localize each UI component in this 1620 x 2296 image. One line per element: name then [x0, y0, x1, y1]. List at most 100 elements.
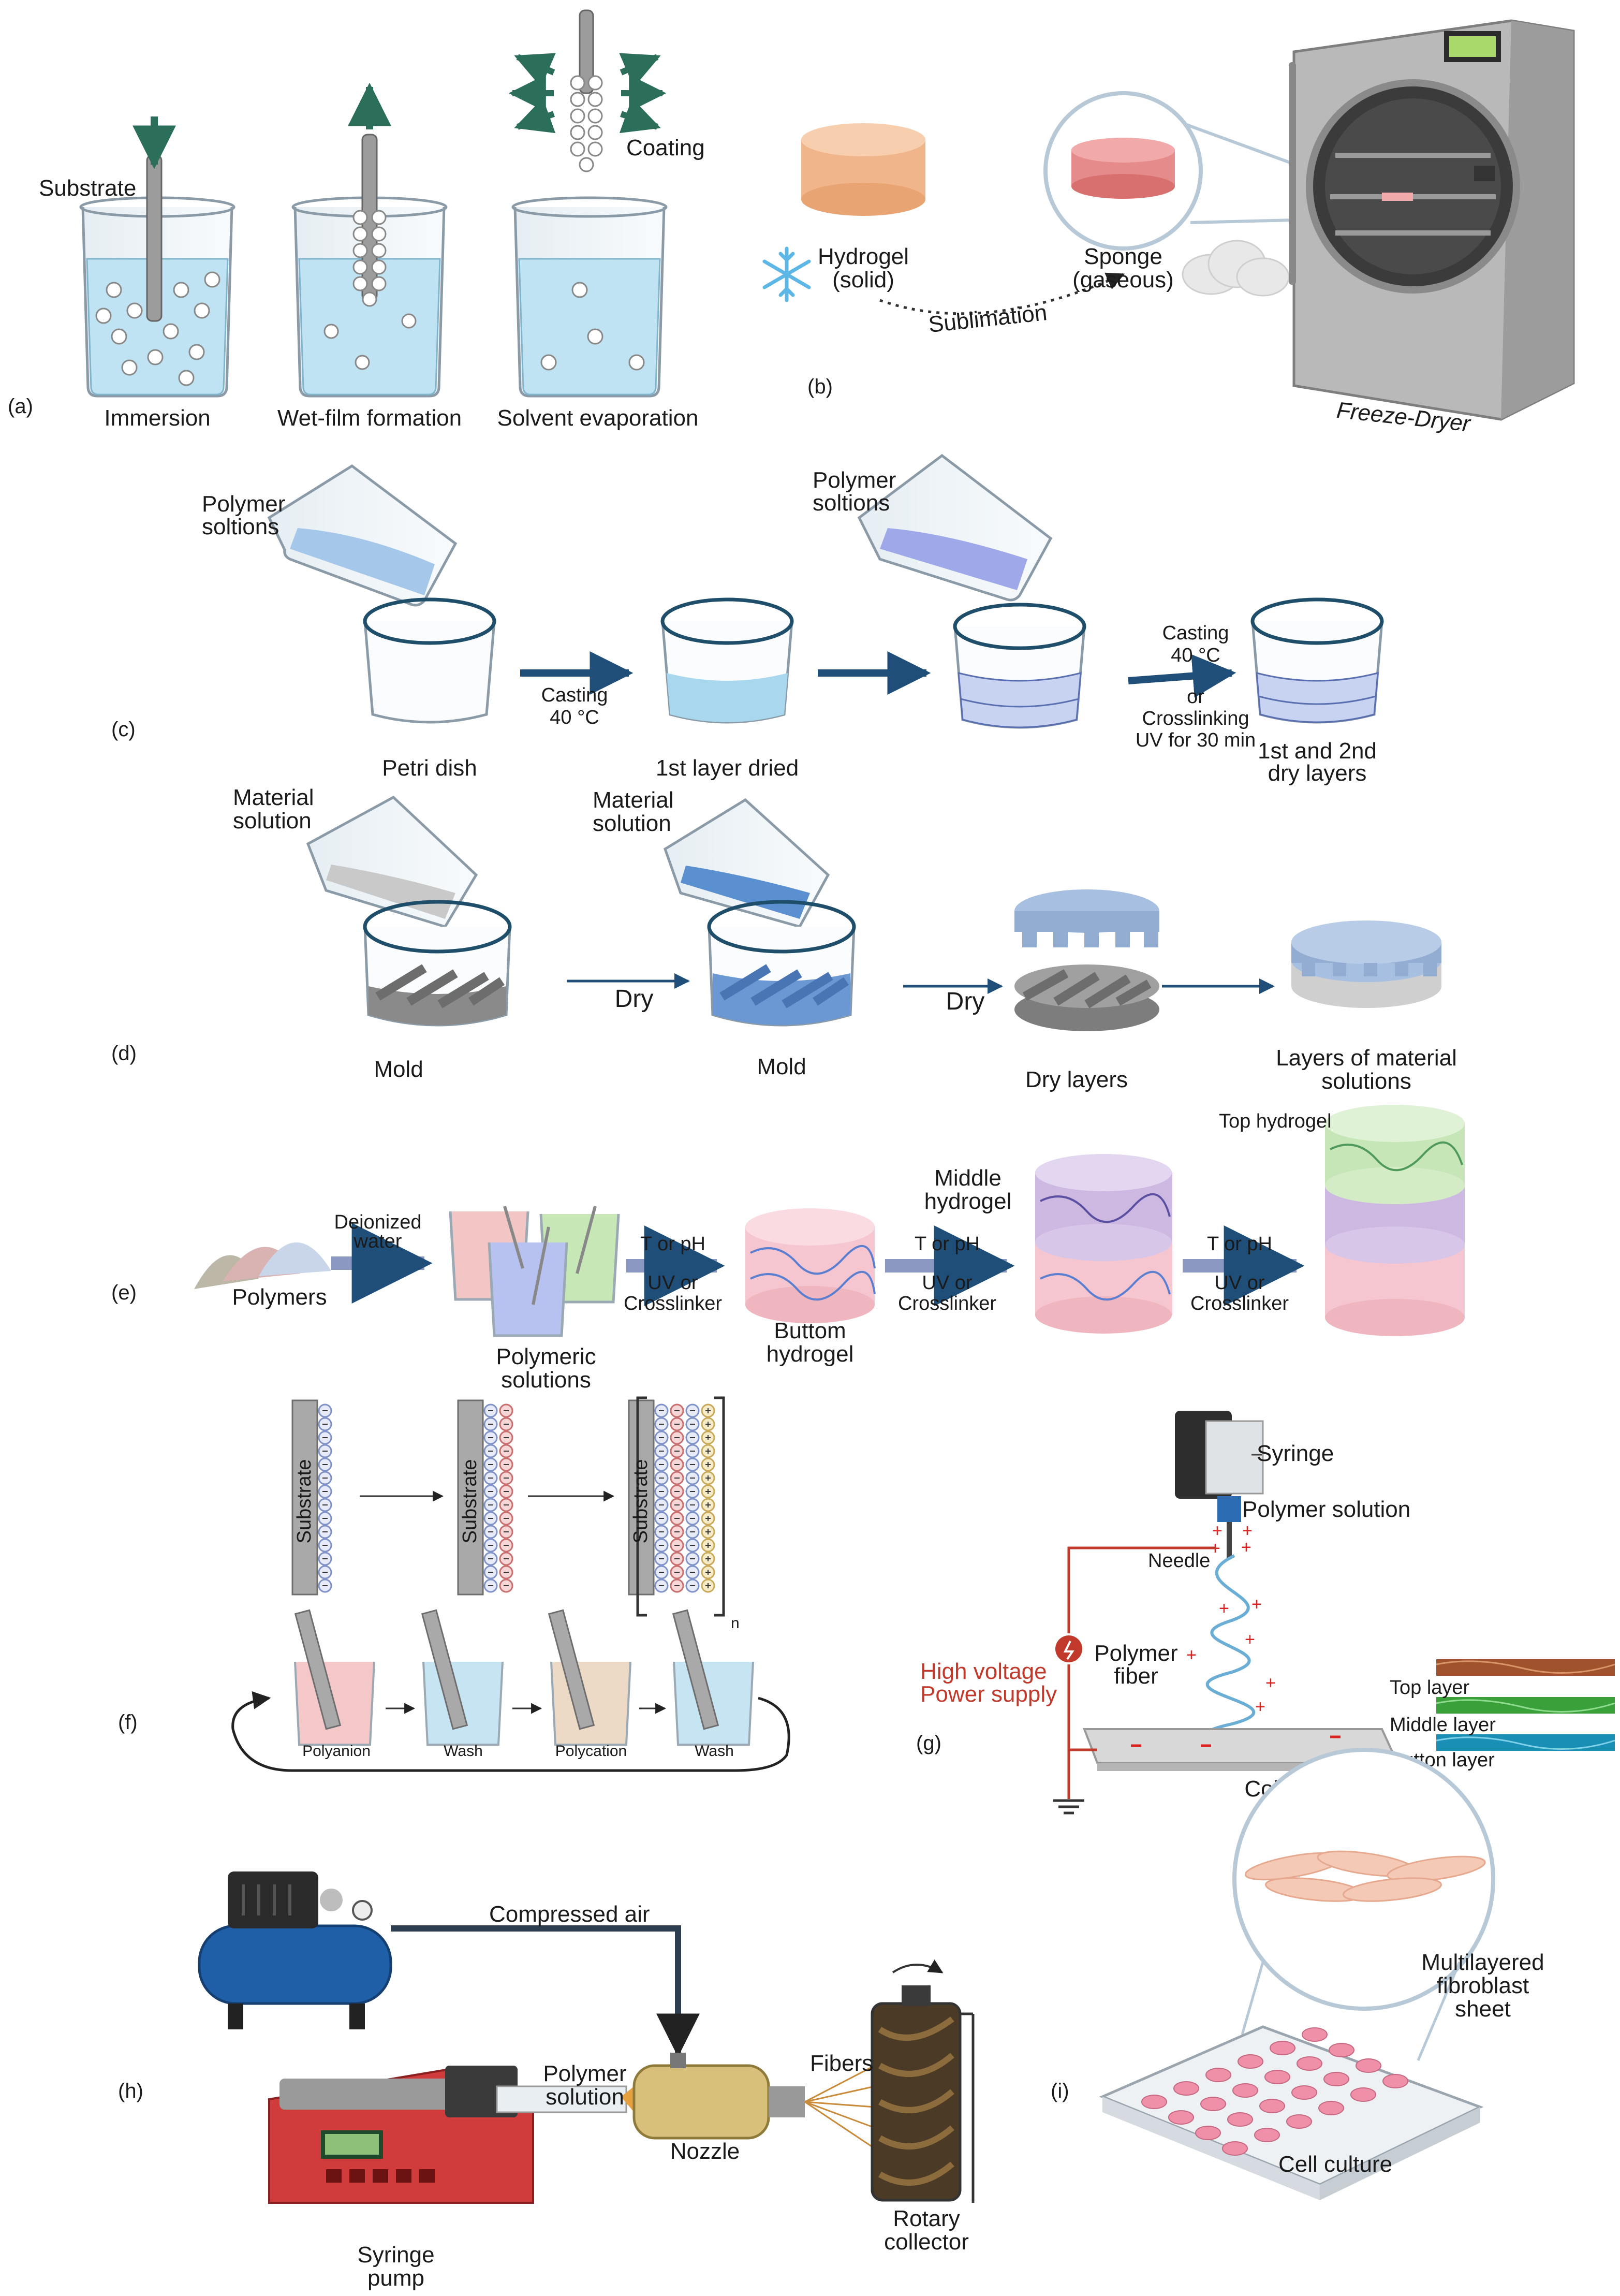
fibroblast-magnifier — [1232, 1748, 1495, 2011]
panel-letter-i: (i) — [1051, 2080, 1069, 2102]
label-substrate-f1: Substrate — [293, 1459, 315, 1544]
culture-well — [1302, 2027, 1328, 2042]
air-compressor — [198, 1871, 392, 2029]
label-casting-c1: Casting — [541, 684, 608, 706]
label-coating: Coating — [626, 135, 705, 160]
culture-well — [1350, 2087, 1376, 2102]
label-result-d: Layers of material — [1276, 1045, 1457, 1071]
label-or-c2: or — [1187, 686, 1204, 708]
label-sublimation: Sublimation — [927, 300, 1049, 338]
syringe-pump — [268, 2066, 647, 2204]
well-plate — [1099, 2025, 1484, 2200]
label-wash-1: Wash — [444, 1743, 483, 1760]
culture-well — [1168, 2110, 1194, 2125]
label-polymer-fiber: Polymer — [1094, 1641, 1177, 1666]
label-crosslinking-c2: Crosslinking — [1142, 708, 1249, 729]
culture-well — [1200, 2097, 1226, 2111]
label-cell-culture: Cell culture — [1278, 2152, 1392, 2177]
label-cond-e3: T or pH — [1207, 1233, 1272, 1255]
label-cond-e1: T or pH — [640, 1233, 705, 1255]
label-material-d1: Material — [233, 785, 314, 810]
label-hydrogel-state: (solid) — [832, 267, 894, 293]
label-evaporation: Solvent evaporation — [497, 405, 699, 431]
panel-letter-e: (e) — [111, 1281, 137, 1304]
label-temp-c2: 40 °C — [1171, 645, 1220, 666]
panel-b: Hydrogel (solid) Sublimation Sponge (gas… — [762, 19, 1575, 437]
culture-well — [1270, 2041, 1295, 2055]
label-substrate: Substrate — [39, 176, 136, 201]
label-casting-c2: Casting — [1162, 622, 1229, 644]
label-dry-d2: Dry — [946, 988, 985, 1015]
culture-well — [1173, 2081, 1199, 2096]
lbl-stage2 — [457, 1399, 484, 1596]
label-needle: Needle — [1148, 1550, 1210, 1572]
svg-text:+: + — [1265, 1673, 1276, 1693]
label-bottom-hydrogel-b: hydrogel — [767, 1341, 854, 1367]
hydrogel-disk — [801, 123, 925, 216]
label-substrate-f3: Substrate — [630, 1459, 652, 1544]
culture-well — [1222, 2141, 1248, 2156]
culture-well — [1323, 2072, 1349, 2086]
beaker-immersion — [79, 116, 235, 398]
svg-text:+: + — [1212, 1521, 1223, 1541]
label-cond-e2-b: UV or — [922, 1272, 972, 1294]
freeze-dryer — [1289, 19, 1575, 421]
label-mold-d2: Mold — [757, 1054, 806, 1079]
fiber-streams — [804, 2065, 875, 2149]
label-sponge: Sponge — [1084, 244, 1162, 269]
snowflake-icon — [762, 246, 811, 302]
bottom-hydrogel — [745, 1208, 876, 1323]
vapor-cloud-icon — [1182, 240, 1290, 297]
culture-well — [1205, 2068, 1231, 2082]
label-middle-hydrogel-b: hydrogel — [924, 1189, 1012, 1214]
panel-letter-g: (g) — [916, 1732, 941, 1754]
label-polymer-c2: Polymer — [813, 467, 896, 493]
culture-well — [1259, 2099, 1285, 2113]
label-cond-e3-b: UV or — [1214, 1272, 1264, 1294]
petri-final — [1250, 597, 1384, 724]
lbl-stage1 — [291, 1399, 318, 1596]
label-collector: collector — [884, 2229, 969, 2255]
panel-letter-c: (c) — [111, 718, 136, 741]
beaker-pour-d2 — [663, 798, 830, 928]
svg-text:+: + — [1186, 1645, 1197, 1665]
label-layer1: 1st layer dried — [656, 755, 799, 781]
label-final-layers-b: dry layers — [1268, 761, 1367, 786]
middle-hydrogel — [1035, 1154, 1172, 1334]
culture-well — [1227, 2112, 1253, 2127]
label-sheet: sheet — [1455, 1996, 1511, 2022]
label-polymer-c1-b: soltions — [202, 514, 279, 539]
label-result-d-b: solutions — [1321, 1069, 1411, 1094]
label-nozzle: Nozzle — [670, 2139, 740, 2164]
polymeric-solution-beakers — [449, 1206, 620, 1337]
label-bottom-hydrogel: Buttom — [774, 1318, 846, 1343]
label-polymer-fiber-b: fiber — [1114, 1663, 1158, 1689]
label-high-voltage: High voltage — [920, 1659, 1047, 1684]
petri-layer1 — [660, 597, 794, 724]
culture-well — [1291, 2085, 1317, 2100]
beaker-wet-film — [291, 82, 448, 398]
petri-dish — [363, 597, 496, 724]
culture-well — [1254, 2128, 1280, 2142]
charge-plus: ++ ++ ++ ++ ++ — [1186, 1521, 1276, 1717]
label-uv-c2: UV for 30 min — [1136, 729, 1256, 751]
label-polymer-c1: Polymer — [202, 491, 285, 517]
beaker-pour-c1 — [267, 464, 458, 607]
panel-d: Material solution Material solution Dry … — [111, 785, 1457, 1094]
label-polymer-solution-g: Polymer solution — [1242, 1497, 1410, 1522]
lbl-beakers — [294, 1609, 754, 1746]
label-repeat-n: n — [731, 1615, 740, 1632]
culture-well — [1195, 2126, 1221, 2140]
label-water: water — [354, 1231, 402, 1252]
svg-text:+: + — [1251, 1595, 1262, 1614]
label-temp-c1: 40 °C — [550, 707, 599, 728]
label-polymers: Polymers — [232, 1284, 327, 1310]
svg-text:+: + — [1219, 1599, 1229, 1618]
result-layers — [1291, 920, 1441, 1008]
label-polycation: Polycation — [555, 1743, 627, 1760]
svg-text:+: + — [1255, 1697, 1265, 1717]
culture-well — [1232, 2083, 1258, 2098]
label-dry-layers: Dry layers — [1025, 1067, 1128, 1092]
syringe — [1175, 1411, 1264, 1558]
